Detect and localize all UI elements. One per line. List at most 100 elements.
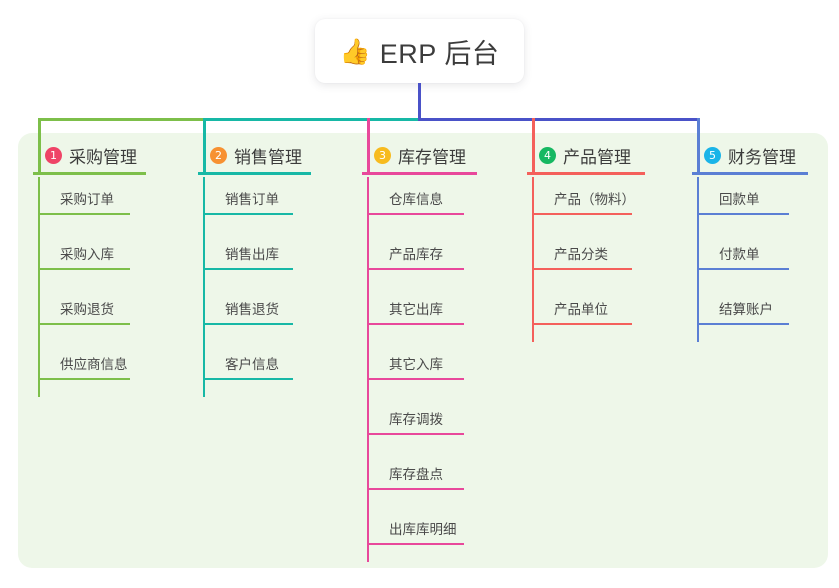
drop-stub-3 bbox=[367, 118, 370, 172]
leaf-label: 付款单 bbox=[719, 247, 760, 262]
bus-segment-middle bbox=[203, 118, 421, 121]
leaf-rule bbox=[367, 268, 464, 270]
root-node[interactable]: 👍 ERP 后台 bbox=[315, 19, 524, 83]
mindmap-panel bbox=[18, 133, 828, 568]
leaf-rule bbox=[697, 268, 789, 270]
leaf-spine bbox=[38, 232, 40, 287]
leaf-label: 出库库明细 bbox=[389, 522, 457, 537]
column-rule bbox=[527, 172, 645, 175]
column-4: 4 产品管理产品（物料） 产品分类产品单位 bbox=[527, 143, 645, 342]
leaf-label: 客户信息 bbox=[225, 357, 279, 372]
leaf-label: 供应商信息 bbox=[60, 357, 128, 372]
leaf-label: 库存盘点 bbox=[389, 467, 443, 482]
root-stem bbox=[418, 83, 421, 121]
leaf-label: 其它入库 bbox=[389, 357, 443, 372]
leaf-rule bbox=[38, 378, 130, 380]
leaf-label: 销售退货 bbox=[225, 302, 279, 317]
leaf-rule bbox=[532, 213, 632, 215]
drop-stub-5 bbox=[697, 118, 700, 172]
leaf-spine bbox=[203, 177, 205, 232]
leaf-spine bbox=[697, 287, 699, 342]
column-header-4[interactable]: 4 产品管理 bbox=[527, 143, 631, 167]
drop-stub-2 bbox=[203, 118, 206, 172]
column-header-5[interactable]: 5 财务管理 bbox=[692, 143, 796, 167]
leaf-label: 其它出库 bbox=[389, 302, 443, 317]
column-header-1[interactable]: 1 采购管理 bbox=[33, 143, 137, 167]
leaf-spine bbox=[532, 177, 534, 232]
bus-segment-right bbox=[418, 118, 700, 121]
column-1: 1 采购管理采购订单采购入库采购退货供应商信息 bbox=[33, 143, 146, 397]
leaf-label: 采购退货 bbox=[60, 302, 114, 317]
column-title: 库存管理 bbox=[398, 147, 466, 167]
leaf-spine bbox=[203, 287, 205, 342]
column-3: 3 库存管理仓库信息产品库存其它出库其它入库库存调拨库存盘点出库库明细 bbox=[362, 143, 477, 562]
number-badge-icon: 2 bbox=[210, 146, 227, 164]
column-rule bbox=[692, 172, 808, 175]
number-badge-icon: 1 bbox=[45, 146, 62, 164]
leaf-spine bbox=[532, 232, 534, 287]
leaf-rule bbox=[367, 213, 464, 215]
leaf-label: 采购入库 bbox=[60, 247, 114, 262]
leaf-label: 产品（物料） bbox=[554, 192, 635, 207]
leaf-rule bbox=[532, 268, 632, 270]
column-title: 财务管理 bbox=[728, 147, 796, 167]
column-header-3[interactable]: 3 库存管理 bbox=[362, 143, 466, 167]
column-title: 销售管理 bbox=[234, 147, 302, 167]
leaf-spine bbox=[367, 232, 369, 287]
leaf-rule bbox=[203, 378, 293, 380]
leaf-label: 销售订单 bbox=[225, 192, 279, 207]
leaf-spine bbox=[38, 177, 40, 232]
number-badge-icon: 3 bbox=[374, 146, 391, 164]
leaf-label: 产品单位 bbox=[554, 302, 608, 317]
leaf-rule bbox=[38, 323, 130, 325]
leaf-rule bbox=[367, 543, 464, 545]
leaf-rule bbox=[697, 213, 789, 215]
leaf-spine bbox=[203, 342, 205, 397]
column-rule bbox=[33, 172, 146, 175]
leaf-label: 产品库存 bbox=[389, 247, 443, 262]
root-title: ERP 后台 bbox=[379, 38, 500, 69]
number-badge-icon: 4 bbox=[539, 146, 556, 164]
leaf-label: 回款单 bbox=[719, 192, 760, 207]
column-title: 采购管理 bbox=[69, 147, 137, 167]
column-rule bbox=[198, 172, 311, 175]
leaf-spine bbox=[697, 177, 699, 232]
leaf-spine bbox=[532, 287, 534, 342]
leaf-label: 仓库信息 bbox=[389, 192, 443, 207]
column-5: 5 财务管理回款单付款单结算账户 bbox=[692, 143, 808, 342]
leaf-rule bbox=[367, 323, 464, 325]
column-title: 产品管理 bbox=[563, 147, 631, 167]
leaf-spine bbox=[697, 232, 699, 287]
leaf-rule bbox=[203, 323, 293, 325]
leaf-spine bbox=[367, 287, 369, 342]
bus-segment-left bbox=[38, 118, 206, 121]
leaf-rule bbox=[367, 378, 464, 380]
number-badge-icon: 5 bbox=[704, 146, 721, 164]
column-header-2[interactable]: 2 销售管理 bbox=[198, 143, 302, 167]
leaf-rule bbox=[38, 268, 130, 270]
leaf-spine bbox=[367, 507, 369, 562]
leaf-rule bbox=[532, 323, 632, 325]
leaf-rule bbox=[367, 488, 464, 490]
leaf-spine bbox=[367, 397, 369, 452]
thumbs-up-icon: 👍 bbox=[339, 37, 371, 66]
leaf-label: 采购订单 bbox=[60, 192, 114, 207]
leaf-spine bbox=[38, 342, 40, 397]
leaf-spine bbox=[367, 342, 369, 397]
leaf-label: 库存调拨 bbox=[389, 412, 443, 427]
leaf-spine bbox=[367, 452, 369, 507]
leaf-rule bbox=[367, 433, 464, 435]
leaf-spine bbox=[203, 232, 205, 287]
leaf-rule bbox=[38, 213, 130, 215]
column-rule bbox=[362, 172, 477, 175]
leaf-spine bbox=[38, 287, 40, 342]
leaf-rule bbox=[203, 213, 293, 215]
drop-stub-1 bbox=[38, 118, 41, 172]
leaf-label: 结算账户 bbox=[719, 302, 773, 317]
leaf-label: 产品分类 bbox=[554, 247, 608, 262]
leaf-spine bbox=[367, 177, 369, 232]
leaf-rule bbox=[697, 323, 789, 325]
leaf-rule bbox=[203, 268, 293, 270]
